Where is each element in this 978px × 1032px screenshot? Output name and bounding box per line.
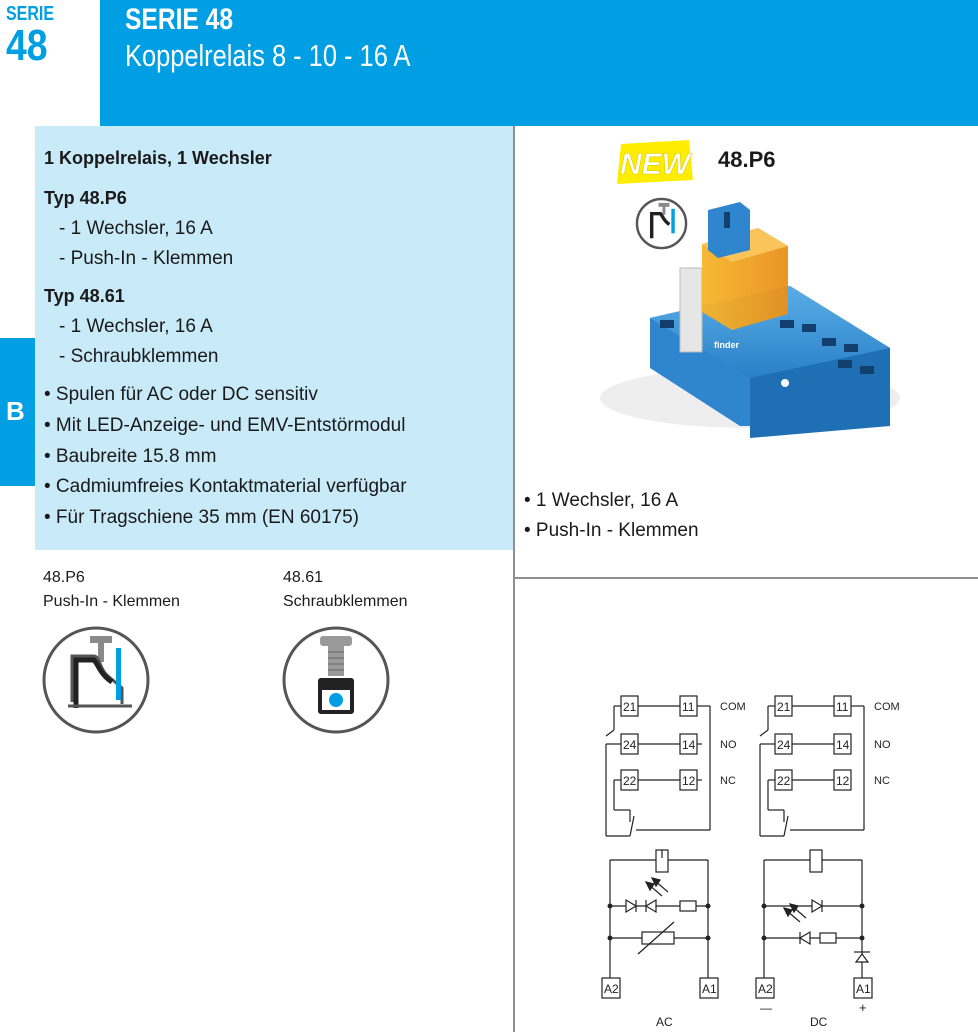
terminal-label: Push-In - Klemmen [43,593,180,610]
terminal-label: 11 [682,700,695,714]
section-tab: B [0,338,35,486]
page-subtitle: Koppelrelais 8 - 10 - 16 A [125,38,411,73]
contact-label: NO [720,739,737,751]
feature-bullet: • Cadmiumfreies Kontaktmaterial verfügba… [44,476,407,497]
feature-bullet: • Baubreite 15.8 mm [44,446,217,467]
type-name: Typ 48.61 [44,286,125,306]
terminal-label: 12 [836,774,850,788]
terminal-label: 14 [836,738,850,752]
coil-terminal-label: A2 [604,982,619,996]
new-badge: NEW [617,140,693,184]
product-bullet: • 1 Wechsler, 16 A [524,490,679,511]
section-divider [515,577,978,579]
product-bullet: • Push-In - Klemmen [524,520,699,541]
relay-product-image: finder [600,202,900,438]
coil-terminal-label: A1 [856,982,871,996]
terminal-code: 48.P6 [43,569,85,586]
feature-heading: 1 Koppelrelais, 1 Wechsler [44,148,272,168]
terminal-label: 22 [777,774,791,788]
feature-bullet: • Spulen für AC oder DC sensitiv [44,384,318,405]
header-band [100,0,978,126]
contact-label: NC [720,775,736,787]
feature-box: 1 Koppelrelais, 1 Wechsler Typ 48.P6 - 1… [35,126,513,550]
terminal-label: 21 [623,700,637,714]
contact-label: COM [874,701,900,713]
terminal-label: 21 [777,700,791,714]
page-title: SERIE 48 [125,3,234,36]
header-title: SERIE 48 Koppelrelais 8 - 10 - 16 A [125,2,473,74]
contact-label: COM [720,701,746,713]
screw-terminal-icon [282,626,390,734]
type-item: - Push-In - Klemmen [59,248,234,269]
product-code: 48.P6 [718,147,776,172]
terminal-label: 12 [682,774,696,788]
terminal-label: 24 [623,738,637,752]
feature-bullet: • Für Tragschiene 35 mm (EN 60175) [44,507,360,528]
terminal-label: Schraubklemmen [283,593,408,610]
variant-label: AC [656,1015,673,1029]
type-name: Typ 48.P6 [44,188,127,208]
serie-badge: SERIE 48 [6,4,96,68]
terminal-caption: 48.61 Schraubklemmen [283,566,408,614]
polarity-minus: — [760,1001,772,1015]
terminal-label: 14 [682,738,696,752]
feature-bullet: • Mit LED-Anzeige- und EMV-Entstörmodul [44,415,406,436]
coil-terminal-label: A2 [758,982,773,996]
contact-label: NC [874,775,890,787]
push-in-terminal-icon [635,197,688,250]
terminal-code: 48.61 [283,569,324,586]
brand-label: finder [714,340,739,350]
serie-number: 48 [6,21,48,70]
type-item: - 1 Wechsler, 16 A [59,218,213,239]
type-item: - Schraubklemmen [59,346,219,367]
terminal-label: 24 [777,738,791,752]
serie-label: SERIE [6,3,55,25]
coil-terminal-label: A1 [702,982,717,996]
terminal-label: 11 [836,700,849,714]
wiring-diagram: 21 11 24 14 22 12 COM NO NC A2 A1 AC 21 … [601,695,900,1029]
push-in-terminal-icon [42,626,150,734]
polarity-plus: + [859,1000,867,1015]
contact-label: NO [874,739,891,751]
new-badge-text: NEW [620,148,693,181]
terminal-label: 22 [623,774,637,788]
type-item: - 1 Wechsler, 16 A [59,316,213,337]
column-divider [513,126,515,1032]
terminal-caption: 48.P6 Push-In - Klemmen [43,566,180,614]
variant-label: DC [810,1015,828,1029]
